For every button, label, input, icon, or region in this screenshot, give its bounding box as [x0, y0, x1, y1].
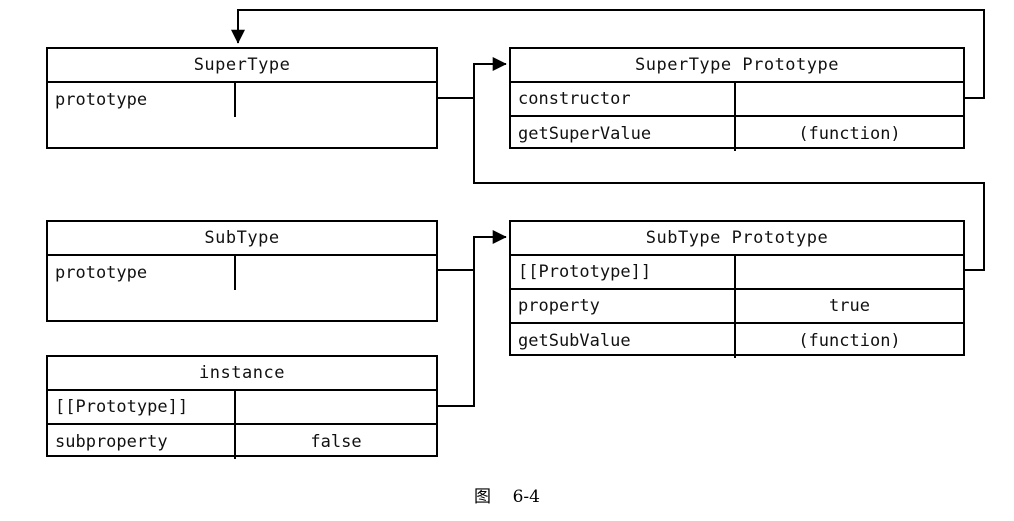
- box-subtype[interactable]: SubType prototype: [46, 220, 438, 322]
- box-supertype-prototype-title: SuperType Prototype: [511, 49, 963, 83]
- table-row: getSubValue (function): [511, 324, 963, 358]
- table-row: constructor: [511, 83, 963, 117]
- row-value: (function): [798, 124, 901, 144]
- table-row: [[Prototype]]: [511, 256, 963, 290]
- row-key: [[Prototype]]: [48, 391, 236, 423]
- box-subtype-title: SubType: [48, 222, 436, 256]
- row-value: false: [310, 432, 362, 452]
- figure-caption: 图 6-4: [474, 487, 540, 507]
- table-row: property true: [511, 290, 963, 324]
- row-key: prototype: [48, 83, 236, 117]
- row-value-pointer: [236, 256, 436, 290]
- box-supertype-prototype[interactable]: SuperType Prototype constructor getSuper…: [509, 47, 965, 151]
- row-value-pointer: [736, 256, 963, 288]
- table-row: subproperty false: [48, 425, 436, 459]
- row-value-pointer: [236, 83, 436, 117]
- table-row: prototype: [48, 83, 436, 117]
- box-subtype-prototype[interactable]: SubType Prototype [[Prototype]] property…: [509, 220, 965, 358]
- box-supertype[interactable]: SuperType prototype: [46, 47, 438, 149]
- row-key: prototype: [48, 256, 236, 290]
- row-key: constructor: [511, 83, 736, 115]
- box-instance[interactable]: instance [[Prototype]] subproperty false: [46, 355, 438, 459]
- row-value-pointer: [236, 391, 436, 423]
- box-instance-title: instance: [48, 357, 436, 391]
- box-subtype-prototype-title: SubType Prototype: [511, 222, 963, 256]
- row-value: (function): [798, 331, 901, 351]
- table-row: getSuperValue (function): [511, 117, 963, 151]
- table-row: prototype: [48, 256, 436, 290]
- table-row: [[Prototype]]: [48, 391, 436, 425]
- row-key: [[Prototype]]: [511, 256, 736, 288]
- row-value-pointer: [736, 83, 963, 115]
- row-value: true: [829, 296, 870, 316]
- row-key: getSuperValue: [511, 117, 736, 151]
- row-key: property: [511, 290, 736, 322]
- box-supertype-title: SuperType: [48, 49, 436, 83]
- row-key: getSubValue: [511, 324, 736, 358]
- row-key: subproperty: [48, 425, 236, 459]
